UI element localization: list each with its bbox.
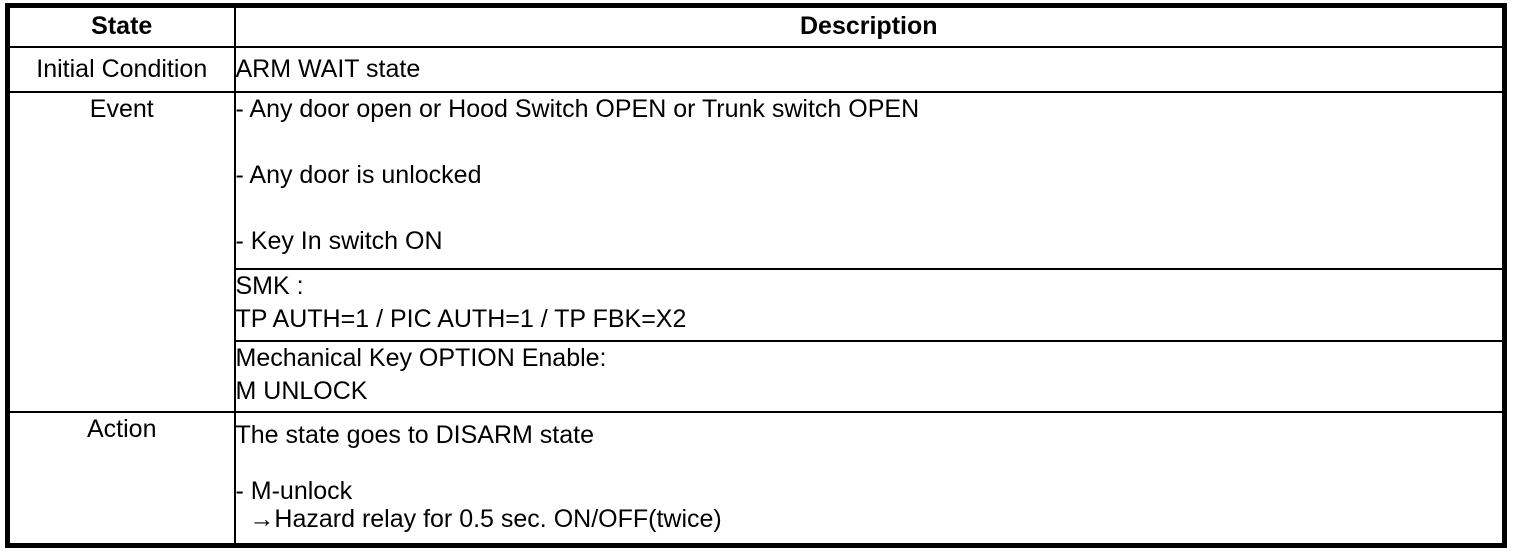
table-row: SMK : TP AUTH=1 / PIC AUTH=1 / TP FBK=X2	[8, 267, 1506, 342]
action-description-cell: The state goes to DISARM state - M-unloc…	[233, 410, 1506, 547]
event-smk-cell: SMK : TP AUTH=1 / PIC AUTH=1 / TP FBK=X2	[233, 267, 1506, 342]
table-row: Mechanical Key OPTION Enable: M UNLOCK	[8, 339, 1506, 413]
column-header-state: State	[6, 4, 236, 48]
state-description-table: State Description Initial Condition ARM …	[5, 3, 1507, 548]
event-conditions-cell: - Any door open or Hood Switch OPEN or T…	[233, 90, 1506, 270]
table-header-row: State Description	[6, 4, 1506, 48]
table-row: Event - Any door open or Hood Switch OPE…	[6, 90, 1506, 413]
row-label-initial-condition: Initial Condition	[6, 45, 236, 93]
row-label-event: Event	[6, 90, 236, 413]
table-row: Initial Condition ARM WAIT state	[6, 45, 1506, 93]
event-mechanical-key-cell: Mechanical Key OPTION Enable: M UNLOCK	[233, 339, 1506, 413]
row-label-action: Action	[6, 410, 236, 547]
column-header-description: Description	[233, 4, 1506, 48]
table-row: Action The state goes to DISARM state - …	[6, 410, 1506, 547]
initial-condition-description: ARM WAIT state	[233, 45, 1506, 93]
